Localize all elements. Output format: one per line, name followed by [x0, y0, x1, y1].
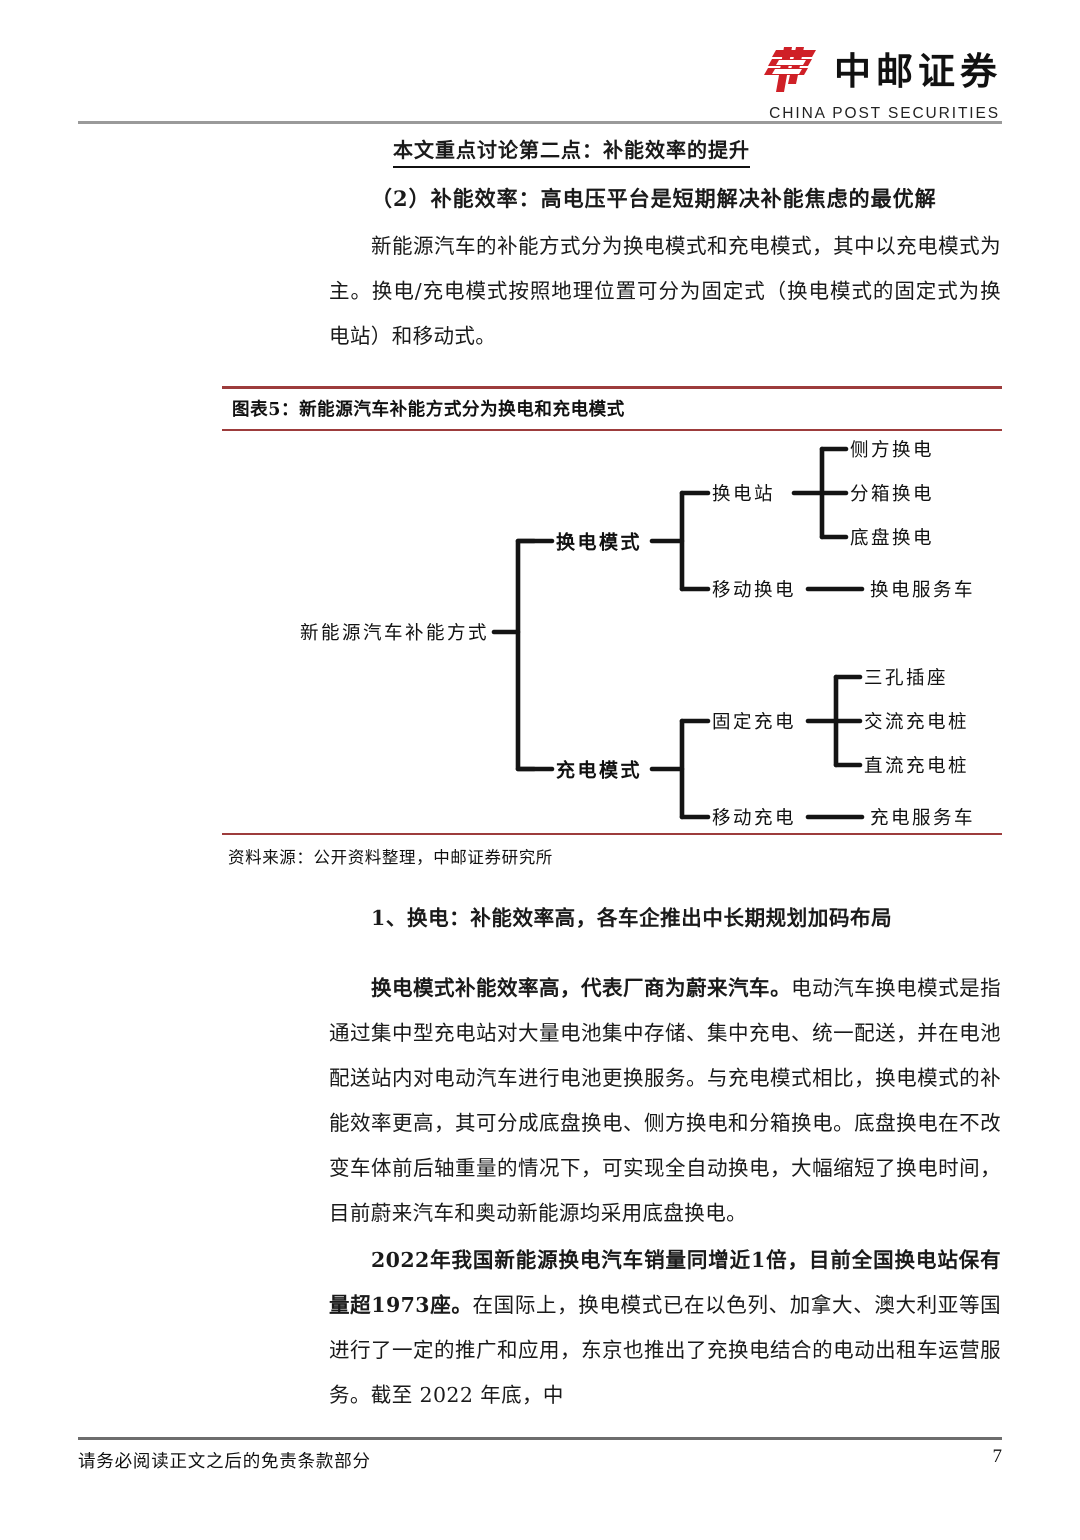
heading-subsection: （2）补能效率：高电压平台是短期解决补能焦虑的最优解: [371, 186, 937, 211]
tree-leaf-chassis-swap: 底盘换电: [850, 528, 935, 549]
paragraph-sales-stats-lead: 2022年我国新能源换电汽车销量同增近1倍，目前全国换电站保有量超1973座。: [329, 1248, 1001, 1317]
footer-disclaimer: 请务必阅读正文之后的免责条款部分: [78, 1452, 371, 1472]
header-divider: [78, 121, 1002, 124]
tree-leaf-swap-service-vehicle: 换电服务车: [870, 580, 976, 601]
footer-page-number: 7: [992, 1446, 1003, 1467]
tree-leaf-box-swap: 分箱换电: [850, 484, 935, 505]
tree-leaf-charging-service-vehicle: 充电服务车: [870, 808, 976, 829]
tree-root-label: 新能源汽车补能方式: [300, 623, 490, 644]
figure-diagram: 新能源汽车补能方式 换电模式 换电站 移动换电 侧方换电 分箱换电 底盘换电 换…: [222, 431, 1002, 833]
paragraph-sales-stats-body: 在国际上，换电模式已在以色列、加拿大、澳大利亚等国进行了一定的推广和应用，东京也…: [329, 1293, 1002, 1407]
logo-english-name: CHINA POST SECURITIES: [769, 105, 1000, 122]
figure-block: 图表5：新能源汽车补能方式分为换电和充电模式: [222, 386, 1002, 868]
tree-leaf-dc-charging-pile: 直流充电桩: [864, 756, 970, 777]
footer-divider: [78, 1437, 1002, 1440]
tree-node-swap-station: 换电站: [712, 484, 776, 505]
tree-branch-label-swap: 换电模式: [556, 531, 643, 554]
company-logo: 中邮证券 CHINA POST SECURITIES: [762, 44, 1002, 123]
figure-caption-rule: [222, 429, 1002, 431]
figure-top-rule: [222, 386, 1002, 389]
figure-source: 资料来源：公开资料整理，中邮证券研究所: [228, 848, 553, 867]
tree-leaf-ac-charging-pile: 交流充电桩: [864, 712, 970, 733]
tree-branch-label-charge: 充电模式: [556, 759, 643, 782]
paragraph-sales-stats: 2022年我国新能源换电汽车销量同增近1倍，目前全国换电站保有量超1973座。在…: [329, 1238, 1001, 1418]
paragraph-swap-mode-body: 电动汽车换电模式是指通过集中型充电站对大量电池集中存储、集中充电、统一配送，并在…: [329, 976, 1002, 1225]
tree-node-mobile-charging: 移动充电: [712, 808, 797, 829]
heading-underlined: 本文重点讨论第二点：补能效率的提升: [393, 134, 750, 168]
tree-connector-lines: [491, 446, 865, 820]
figure-caption: 图表5：新能源汽车补能方式分为换电和充电模式: [232, 400, 625, 420]
tree-leaf-three-hole-socket: 三孔插座: [864, 668, 949, 689]
china-post-logo-icon: [762, 44, 820, 98]
figure-bottom-rule: [222, 833, 1002, 835]
tree-node-mobile-swap: 移动换电: [712, 580, 797, 601]
logo-chinese-name: 中邮证券: [834, 49, 1002, 93]
paragraph-swap-mode: 换电模式补能效率高，代表厂商为蔚来汽车。电动汽车换电模式是指通过集中型充电站对大…: [329, 966, 1001, 1236]
tree-node-fixed-charging: 固定充电: [712, 712, 797, 733]
page-header: 中邮证券 CHINA POST SECURITIES: [0, 0, 1080, 124]
tree-leaf-side-swap: 侧方换电: [850, 440, 935, 461]
heading-section-1: 1、换电：补能效率高，各车企推出中长期规划加码布局: [371, 906, 893, 930]
paragraph-intro: 新能源汽车的补能方式分为换电模式和充电模式，其中以充电模式为主。换电/充电模式按…: [329, 234, 1001, 348]
paragraph-swap-mode-lead: 换电模式补能效率高，代表厂商为蔚来汽车。: [371, 976, 792, 1000]
